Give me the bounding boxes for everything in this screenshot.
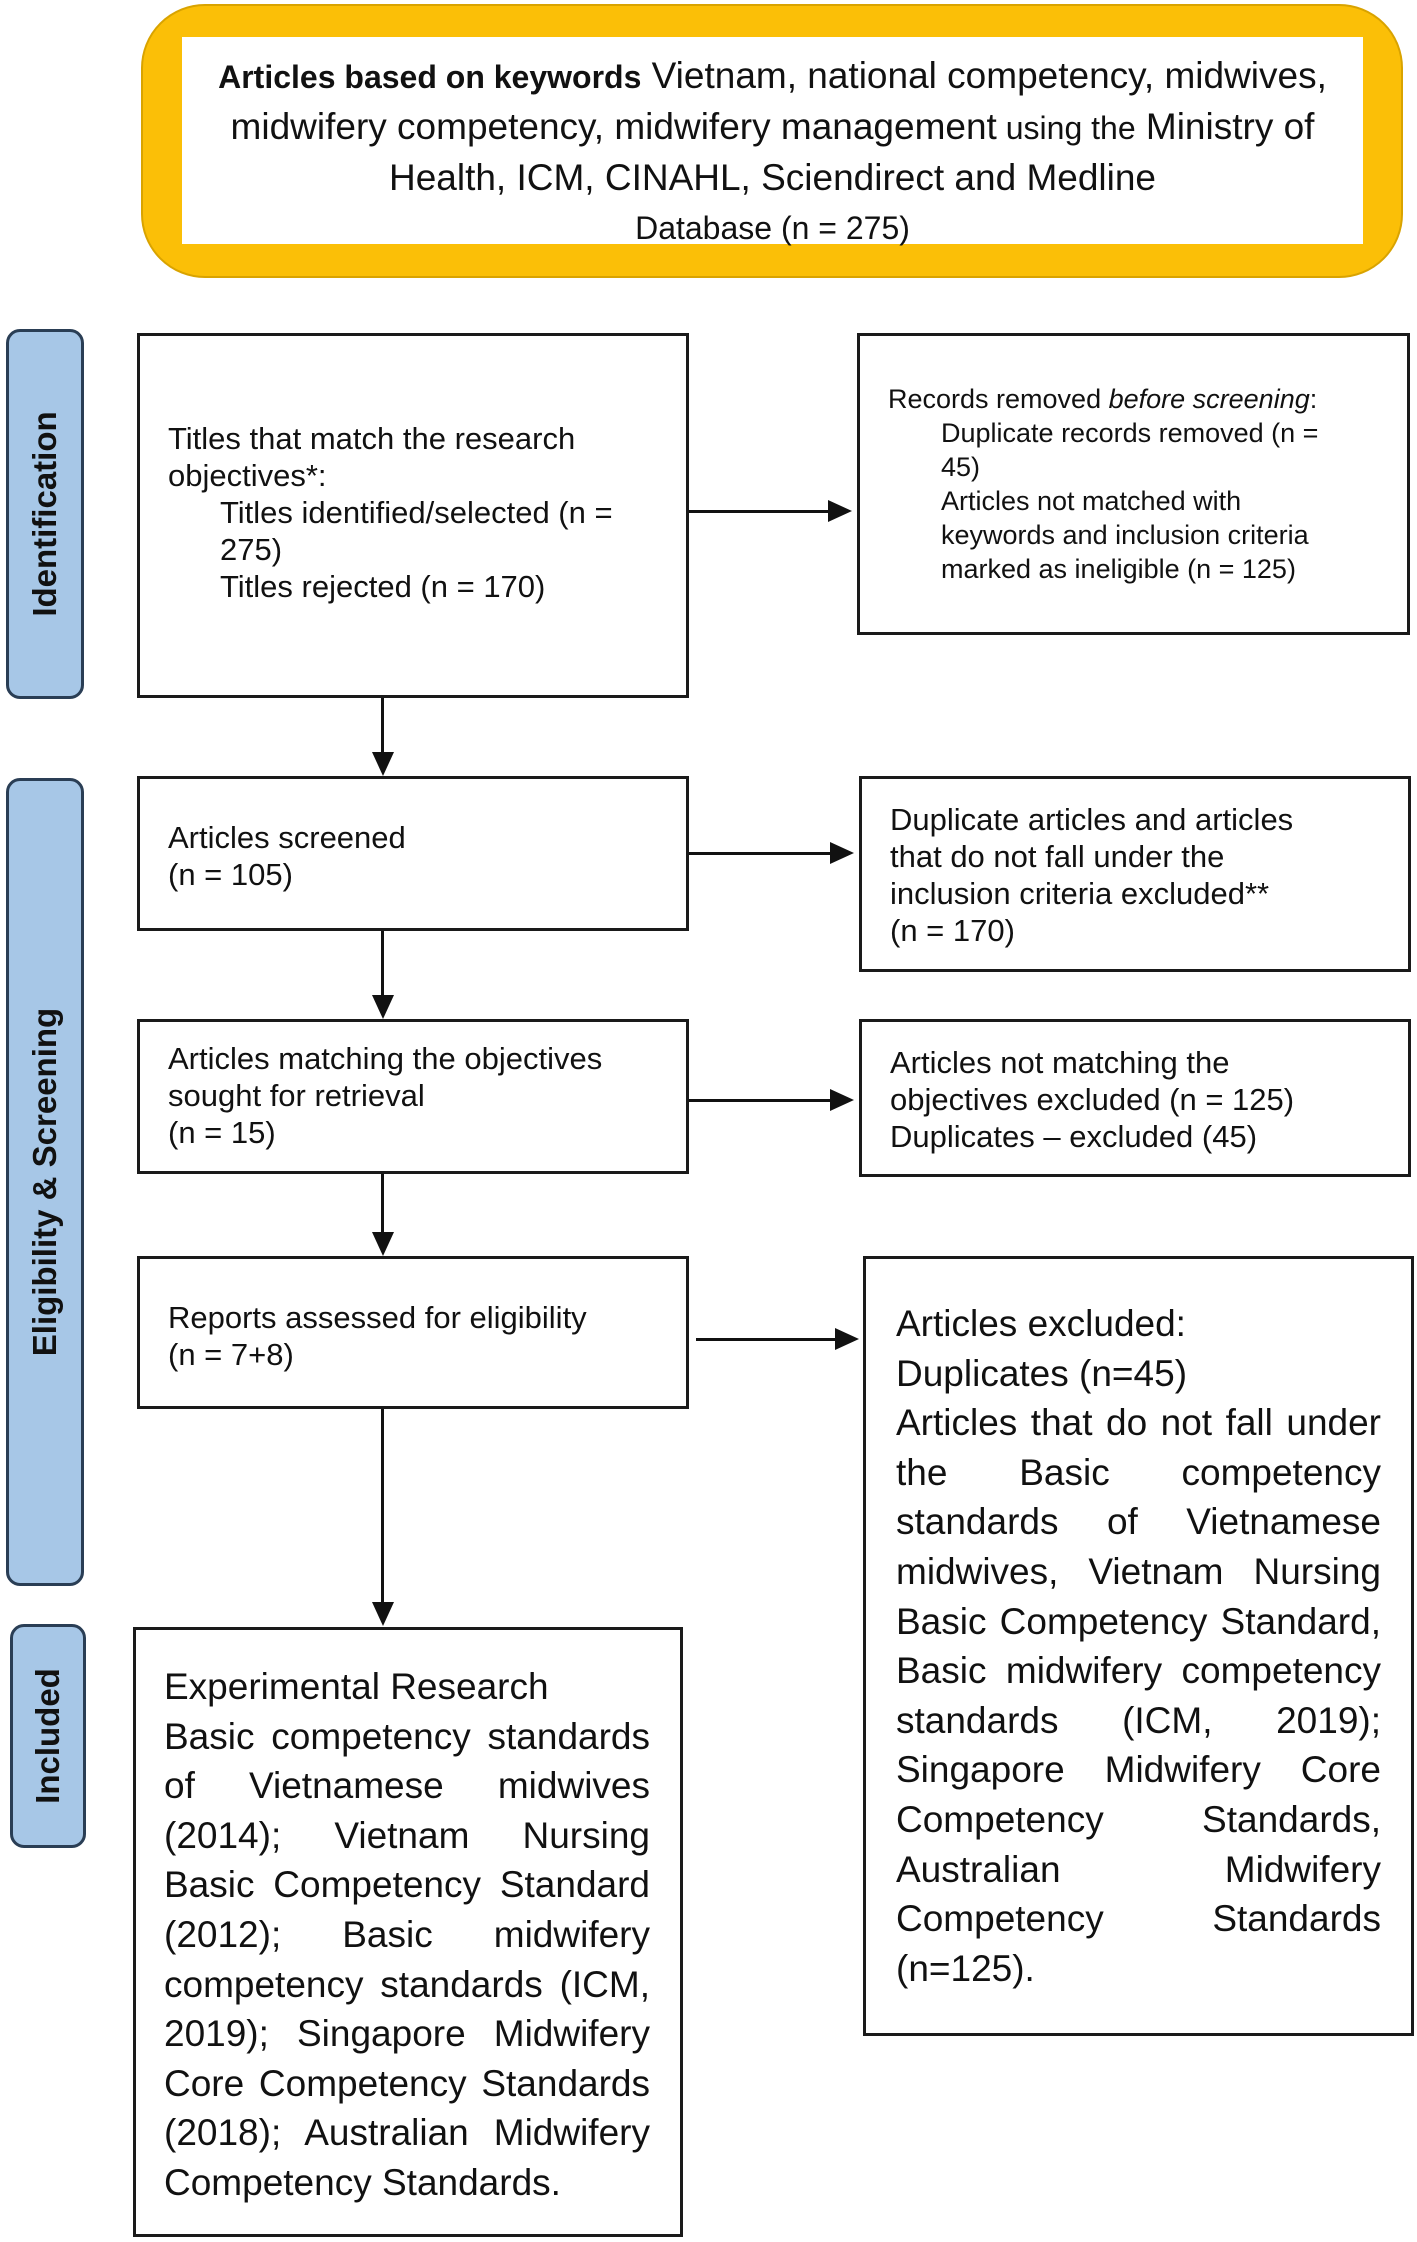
arrow-titles-to-screened [381, 698, 384, 753]
arrowhead-right [828, 500, 852, 522]
stage-included: Included [10, 1624, 86, 1848]
matching-box: Articles matching the objectives sought … [137, 1019, 689, 1174]
arrowhead-right [835, 1328, 859, 1350]
arrow-matching-to-reports [381, 1174, 384, 1233]
arrow-matching-to-not-matching [689, 1099, 831, 1102]
included-box: Experimental Research Basic competency s… [133, 1627, 683, 2237]
source-box: Articles based on keywords Vietnam, nati… [182, 37, 1363, 246]
source-line-2: midwifery competency, midwifery manageme… [230, 106, 1315, 147]
arrow-screened-to-excluded [689, 852, 831, 855]
arrowhead-down [372, 1602, 394, 1626]
screened-box: Articles screened (n = 105) [137, 776, 689, 931]
arrowhead-down [372, 995, 394, 1019]
titles-box: Titles that match the research objective… [137, 333, 689, 698]
arrowhead-down [372, 752, 394, 776]
arrowhead-right [830, 842, 854, 864]
arrow-reports-to-excluded [696, 1338, 836, 1341]
source-line-4: Database (n = 275) [635, 210, 910, 246]
reports-box: Reports assessed for eligibility (n = 7+… [137, 1256, 689, 1409]
source-line-3: Health, ICM, CINAHL, Sciendirect and Med… [388, 157, 1157, 198]
articles-excluded-box: Articles excluded: Duplicates (n=45) Art… [863, 1256, 1414, 2036]
not-matching-box: Articles not matching the objectives exc… [859, 1019, 1411, 1177]
source-line-1: Articles based on keywords Vietnam, nati… [218, 55, 1327, 96]
arrowhead-down [372, 1232, 394, 1256]
records-removed-box: Records removed before screening: Duplic… [857, 333, 1410, 635]
stage-identification: Identification [6, 329, 84, 699]
arrowhead-right [830, 1089, 854, 1111]
duplicates-excluded-box: Duplicate articles and articles that do … [859, 776, 1411, 972]
arrow-reports-to-included [381, 1409, 384, 1603]
arrow-screened-to-matching [381, 931, 384, 996]
arrow-titles-to-removed [689, 510, 829, 513]
stage-eligibility-screening: Eligibility & Screening [6, 778, 84, 1586]
